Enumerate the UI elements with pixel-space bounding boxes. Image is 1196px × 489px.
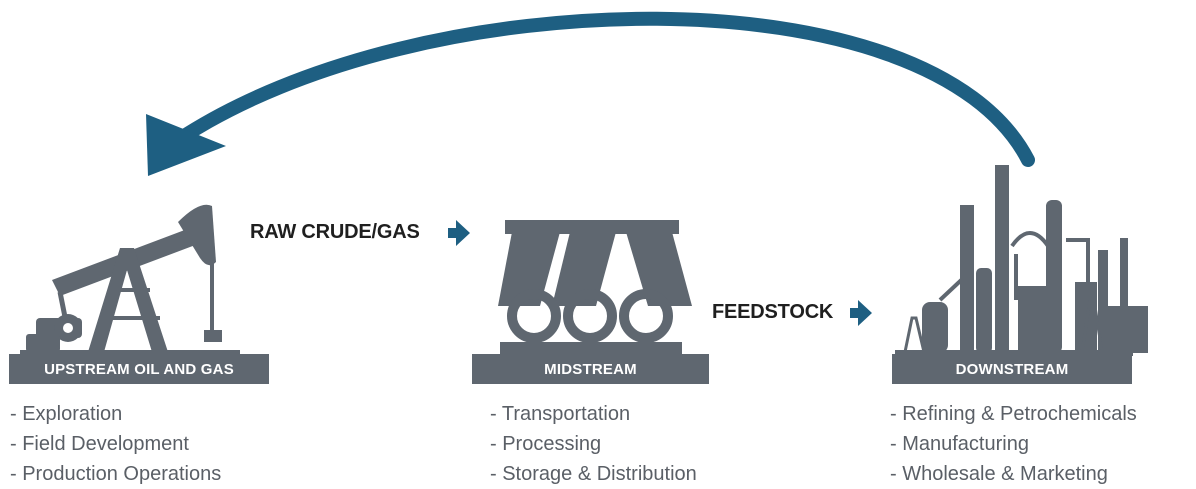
downstream-title: DOWNSTREAM — [955, 360, 1069, 378]
return-cycle-arrow — [146, 11, 1035, 176]
list-item: - Storage & Distribution — [490, 463, 697, 485]
oil-pump-jack-icon — [20, 204, 240, 356]
pipelines-icon — [498, 220, 692, 354]
flow-arrow-icon — [448, 220, 470, 246]
return-arrowhead — [146, 114, 226, 176]
refinery-icon — [895, 165, 1148, 356]
midstream-activities-list: - Transportation - Processing - Storage … — [490, 399, 697, 489]
upstream-title: UPSTREAM OIL AND GAS — [44, 360, 234, 378]
list-item: - Exploration — [10, 403, 123, 425]
list-item: - Refining & Petrochemicals — [890, 403, 1137, 425]
upstream-title-bar: UPSTREAM OIL AND GAS — [9, 354, 269, 384]
list-item: - Wholesale & Marketing — [890, 463, 1108, 485]
flow-label-raw-crude-gas: RAW CRUDE/GAS — [250, 221, 420, 243]
list-item: - Processing — [490, 433, 602, 455]
midstream-title-bar: MIDSTREAM — [472, 354, 709, 384]
midstream-title: MIDSTREAM — [544, 360, 637, 378]
list-item: - Manufacturing — [890, 433, 1029, 455]
flow-label-feedstock: FEEDSTOCK — [712, 301, 834, 323]
flow-arrow-icon — [850, 300, 872, 326]
upstream-activities-list: - Exploration - Field Development - Prod… — [10, 399, 221, 489]
return-arc — [171, 11, 1035, 167]
list-item: - Field Development — [10, 433, 189, 455]
list-item: - Production Operations — [10, 463, 222, 485]
downstream-title-bar: DOWNSTREAM — [892, 354, 1132, 384]
list-item: - Transportation — [490, 403, 631, 425]
downstream-activities-list: - Refining & Petrochemicals - Manufactur… — [890, 399, 1137, 489]
